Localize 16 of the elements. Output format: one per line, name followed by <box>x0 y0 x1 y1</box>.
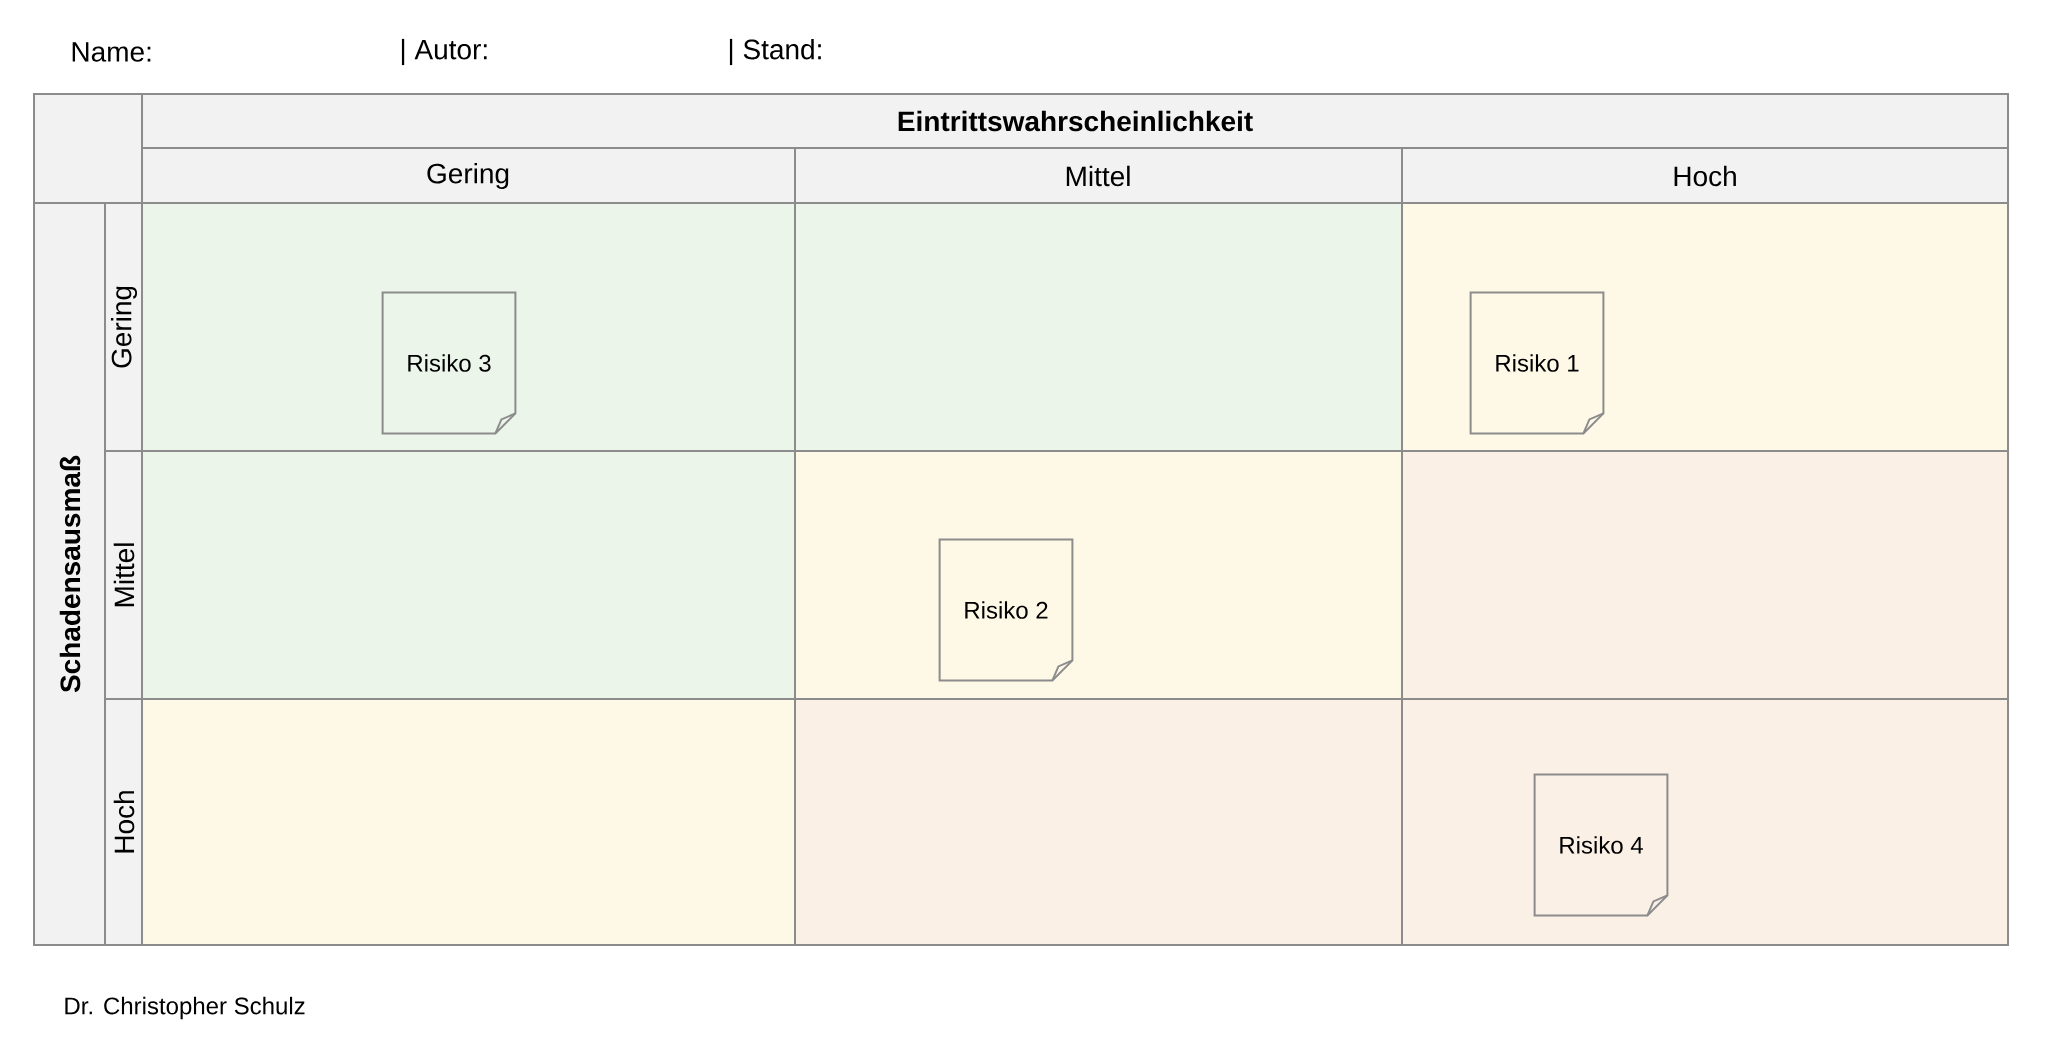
column-heading: Hoch <box>1674 165 1736 187</box>
sticky-note: Risiko 2 <box>938 538 1074 682</box>
row-heading: Mittel <box>113 543 135 607</box>
sticky-note: Risiko 1 <box>1469 291 1605 435</box>
sticky-note: Risiko 4 <box>1533 773 1669 917</box>
row-heading: Hoch <box>113 791 135 853</box>
sticky-note: Risiko 3 <box>381 291 517 435</box>
column-heading: Gering <box>427 162 509 190</box>
form-field-label: | Stand: <box>729 38 821 66</box>
column-heading: Eintrittswahrscheinlichkeit <box>898 110 1253 132</box>
footer-text: Dr. Christopher Schulz <box>65 996 305 1020</box>
form-field-label: | Autor: <box>401 38 487 66</box>
column-heading: Mittel <box>1066 165 1130 187</box>
row-heading: Gering <box>110 286 138 368</box>
form-field-label: Name: <box>72 42 151 62</box>
row-heading: Schadensausmaß <box>59 455 81 693</box>
